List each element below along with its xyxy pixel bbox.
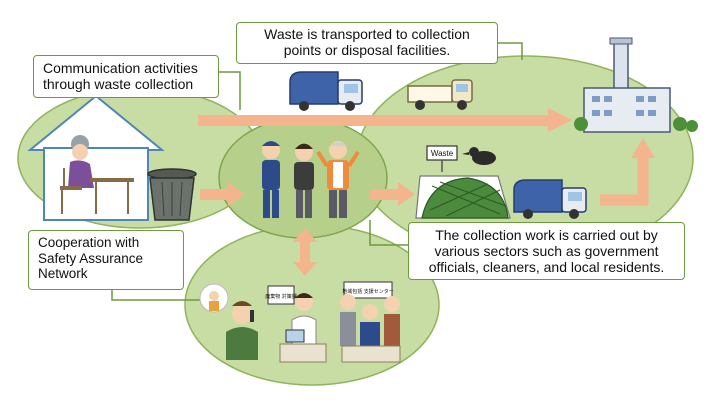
phone-call-icon (199, 283, 258, 360)
callout-line: Waste is transported to collection (264, 26, 470, 42)
callout-line: Cooperation with (38, 235, 140, 250)
callout-line: The collection work is carried out by (435, 227, 658, 243)
incinerator-facility-icon (574, 37, 698, 133)
elderly-woman-icon (60, 135, 134, 214)
office-right-sign-label: 地域包括 支援センター (342, 288, 394, 295)
workers-group-icon (262, 141, 360, 218)
callout-transport: Waste is transported to collection point… (236, 22, 498, 64)
trash-can-icon (147, 168, 197, 221)
callout-sectors: The collection work is carried out by va… (408, 222, 685, 280)
flow-arrows (198, 108, 655, 276)
callout-line: points or disposal facilities. (283, 42, 451, 59)
callout-line: various sectors such as government (434, 243, 659, 260)
waste-sign-label: Waste (431, 149, 454, 158)
callout-communication: Communication activities through waste c… (33, 55, 219, 98)
callout-line: through waste collection (43, 76, 194, 93)
dump-truck-icon (407, 79, 473, 110)
callout-connectors (111, 42, 523, 301)
collection-net-icon (415, 145, 511, 219)
callout-line: Network (38, 266, 88, 282)
crow-icon (462, 147, 496, 165)
callout-line: Communication activities (43, 60, 198, 76)
callout-line: Safety Assurance (38, 250, 144, 266)
garbage-truck-icon (289, 71, 363, 111)
garbage-truck-icon (513, 179, 587, 219)
callout-cooperation: Cooperation with Safety Assurance Networ… (28, 230, 184, 290)
office-staff-icon (267, 281, 401, 363)
office-left-sign-label: 廃棄物 対策課 (265, 293, 297, 300)
callout-line: officials, cleaners, and local residents… (428, 259, 665, 276)
